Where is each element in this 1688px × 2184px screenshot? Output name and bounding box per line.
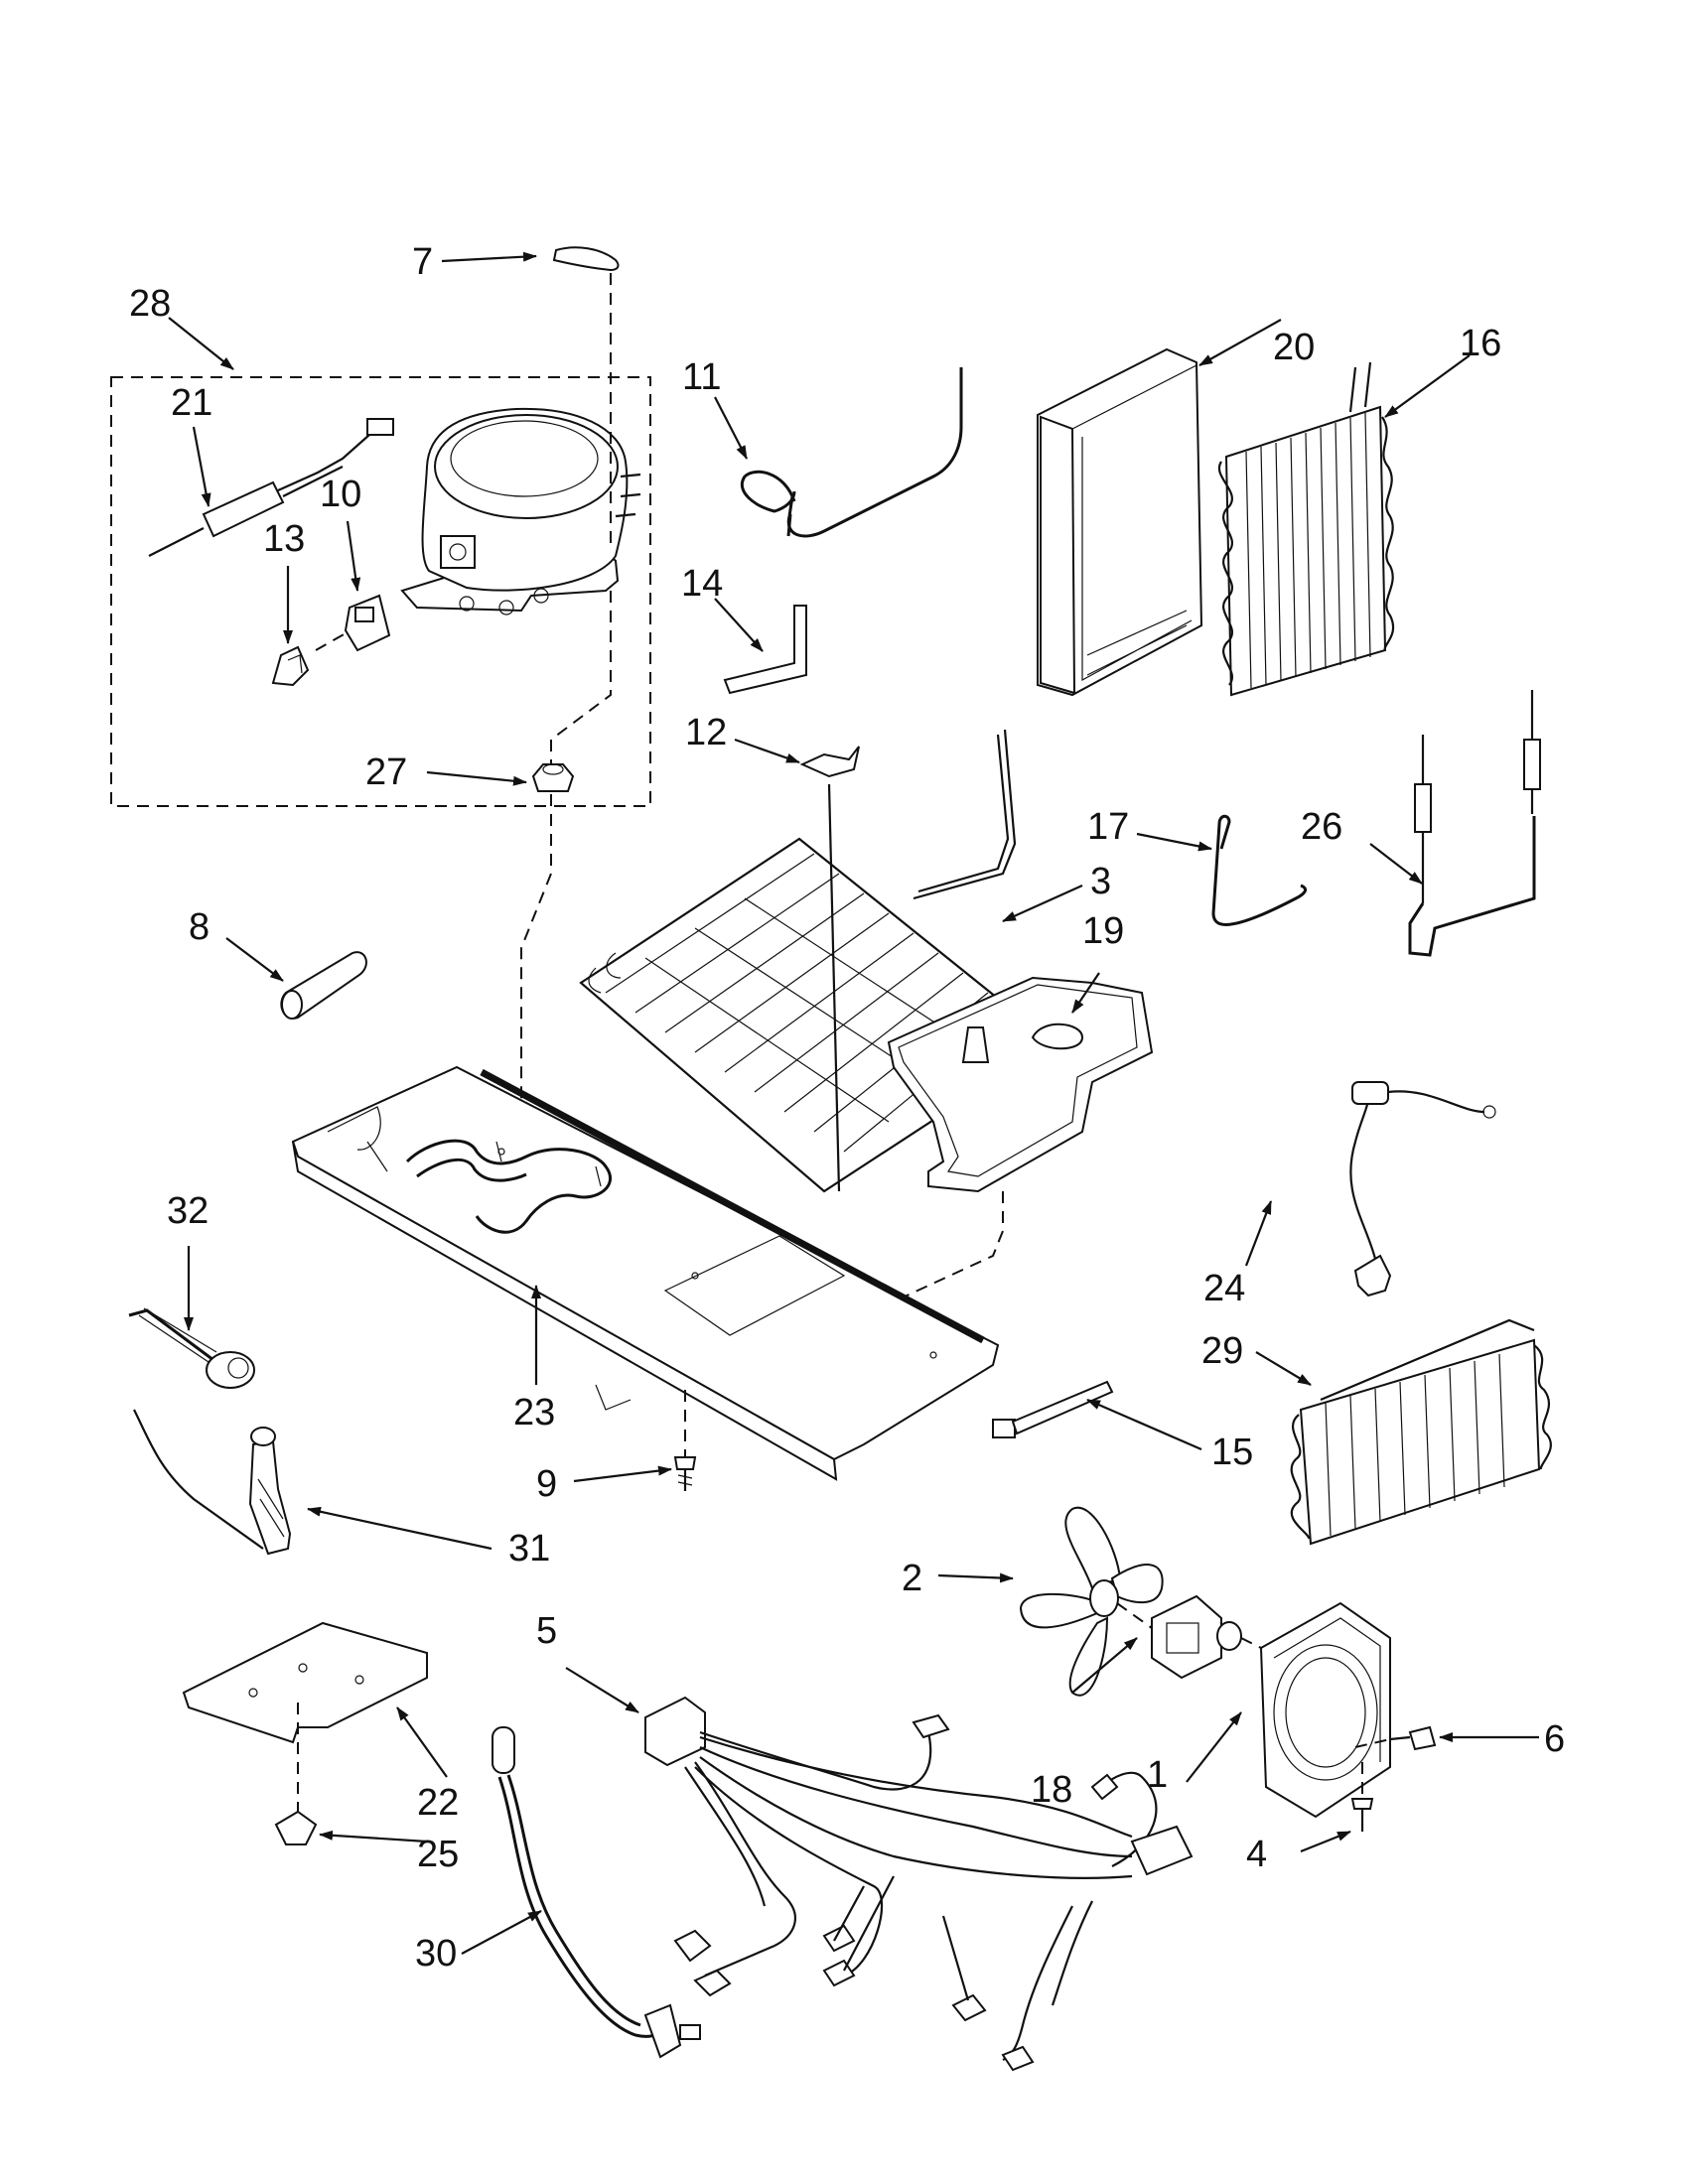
overload-clip-part (271, 645, 310, 687)
screw-part (673, 1456, 697, 1491)
panel-part (182, 1621, 428, 1744)
defrost-heater-part (133, 1409, 292, 1556)
gasket-strip (480, 1068, 985, 1344)
grommet-part (531, 763, 575, 792)
compressor-part (400, 407, 641, 615)
callout-4: 4 (1246, 1834, 1267, 1875)
tube-assembly-part (492, 1726, 701, 2059)
cover-panel-part (1037, 347, 1203, 697)
callout-2: 2 (902, 1558, 922, 1599)
callout-26: 26 (1301, 806, 1342, 848)
condenser-coil-part (1217, 361, 1395, 697)
callout-3: 3 (1090, 861, 1111, 902)
mounting-screw-part (1389, 1725, 1437, 1751)
tube-part (741, 367, 963, 538)
callout-9: 9 (536, 1463, 557, 1505)
callout-30: 30 (415, 1933, 457, 1975)
callout-5: 5 (536, 1610, 557, 1652)
sensor-part (128, 1307, 255, 1389)
compressor-kit-boundary (110, 376, 651, 807)
callout-21: 21 (171, 382, 212, 424)
fan-motor-part (1116, 1594, 1282, 1680)
callout-23: 23 (513, 1392, 555, 1433)
callout-10: 10 (320, 474, 361, 515)
callout-8: 8 (189, 906, 210, 948)
wire-harness-part (644, 1696, 1194, 2072)
callout-20: 20 (1273, 327, 1315, 368)
callout-17: 17 (1087, 806, 1129, 848)
callout-16: 16 (1460, 323, 1501, 364)
evaporator-clip-part (799, 746, 860, 778)
callout-29: 29 (1201, 1330, 1243, 1372)
callout-14: 14 (681, 563, 723, 605)
callout-11: 11 (682, 356, 721, 398)
condenser-part (1290, 1318, 1552, 1546)
wire-clip-part (1211, 814, 1308, 926)
retainer-part (274, 1810, 318, 1845)
callout-arrows (168, 251, 1539, 1955)
callout-18: 18 (1031, 1769, 1072, 1811)
fan-blade-part (1019, 1506, 1164, 1697)
callout-31: 31 (508, 1528, 550, 1570)
callout-27: 27 (365, 751, 407, 793)
callout-labels: 1 2 3 4 5 6 7 8 9 10 11 12 13 14 15 16 1… (129, 241, 1565, 1975)
callout-22: 22 (417, 1782, 459, 1824)
clip-part (552, 246, 620, 272)
drain-pan-part (887, 976, 1154, 1193)
tubing-part (1408, 690, 1541, 957)
callout-24: 24 (1203, 1268, 1245, 1309)
fan-shroud-part (1259, 1601, 1391, 1819)
power-cord-part (1349, 1081, 1496, 1297)
callout-15: 15 (1211, 1432, 1253, 1473)
callout-13: 13 (263, 518, 305, 560)
callout-28: 28 (129, 283, 171, 325)
roller-part (280, 951, 367, 1020)
callout-12: 12 (685, 712, 727, 753)
relay-part (344, 594, 391, 652)
callout-19: 19 (1082, 910, 1124, 952)
screw-4-part (1350, 1798, 1374, 1832)
tube-elbow-part (723, 605, 807, 695)
filter-drier-part (148, 418, 394, 557)
cable-tie-part (992, 1380, 1114, 1438)
callout-1: 1 (1147, 1754, 1168, 1796)
callout-7: 7 (412, 241, 433, 283)
callout-25: 25 (417, 1834, 459, 1875)
callout-32: 32 (167, 1190, 209, 1232)
base-plate-part (291, 1065, 1000, 1481)
callout-6: 6 (1544, 1718, 1565, 1760)
